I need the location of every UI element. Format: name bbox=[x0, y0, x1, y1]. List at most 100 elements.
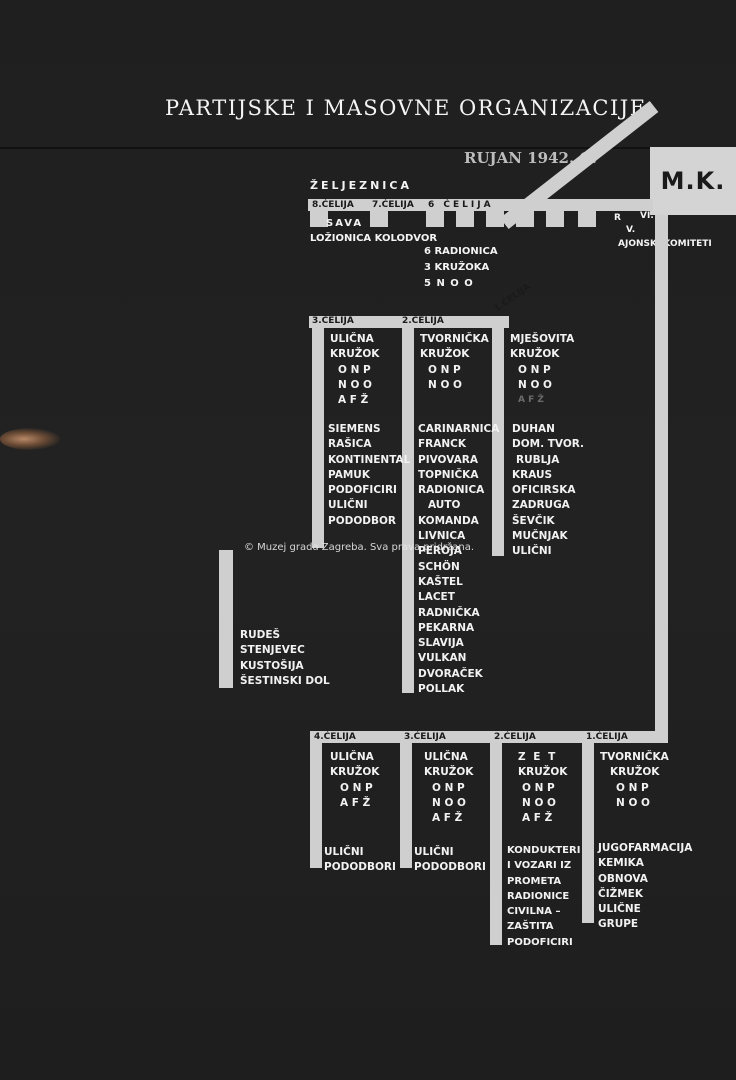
col-text: RUDEŠ bbox=[240, 629, 281, 641]
col-text: SIEMENS bbox=[328, 423, 381, 435]
col-text: PROMETA bbox=[507, 875, 562, 887]
zeljeznica-sub: 3 KRUŽOKA bbox=[424, 262, 490, 273]
photo-smear bbox=[0, 428, 60, 450]
col-text: KRUŽOK bbox=[330, 348, 380, 361]
upper-c2-head: TVORNIČKA KRUŽOK O N P N O O bbox=[420, 332, 489, 393]
upper-c1-head: MJEŠOVITA KRUŽOK O N P N O O A F Ž bbox=[510, 332, 574, 408]
col-text: PIVOVARA bbox=[418, 453, 478, 466]
zeljeznica-item: SAVA bbox=[326, 218, 364, 229]
upper-c1-label: 1.ĆELIJA bbox=[492, 282, 533, 315]
col-text: KRUŽOK bbox=[518, 766, 568, 779]
col-text: ULIČNI bbox=[512, 545, 552, 558]
col-text: KRUŽOK bbox=[420, 348, 470, 361]
col-text: AUTO bbox=[428, 499, 461, 512]
col-text: DVORAČEK bbox=[418, 667, 483, 680]
col-text: N O O bbox=[616, 796, 650, 809]
lower-c1-head: TVORNIČKA KRUŽOK O N P N O O bbox=[600, 750, 669, 811]
cell-7-label: 7.ĆELIJA bbox=[372, 200, 414, 210]
col-text: KRUŽOK bbox=[610, 766, 660, 779]
col-text: PAMUK bbox=[328, 468, 370, 481]
upper-c3-label: 3.ĆELIJA bbox=[312, 316, 354, 326]
col-text: STENJEVEC bbox=[240, 644, 305, 657]
lower-c3-items: ULIČNI PODODBORI bbox=[414, 845, 486, 876]
col-text: SCHÖN bbox=[418, 560, 460, 573]
rajonski-v: V. bbox=[626, 225, 636, 235]
rail-tab bbox=[370, 209, 388, 227]
col-text: KEMIKA bbox=[598, 857, 644, 870]
col-text: N O O bbox=[522, 796, 556, 809]
col-text: SLAVIJA bbox=[418, 637, 464, 650]
mk-box: M.K. bbox=[650, 147, 736, 215]
col-text: KONDUKTERI bbox=[507, 845, 581, 856]
col-text: ČIŽMEK bbox=[598, 887, 643, 900]
col-text: DUHAN bbox=[512, 423, 555, 435]
col-text: N O O bbox=[428, 378, 462, 391]
trunk-right bbox=[655, 215, 668, 742]
col-text: KRUŽOK bbox=[510, 348, 560, 361]
col-text: ULIČNA bbox=[424, 751, 468, 763]
outer-items: RUDEŠ STENJEVEC KUSTOŠIJA ŠESTINSKI DOL bbox=[240, 628, 330, 689]
col-text: RADNIČKA bbox=[418, 606, 480, 619]
lower-bar bbox=[310, 731, 668, 743]
col-text: O N P bbox=[428, 363, 461, 376]
col-text: MUČNJAK bbox=[512, 530, 568, 543]
date-label: RUJAN 1942. G. bbox=[464, 149, 597, 167]
upper-bar bbox=[309, 316, 509, 328]
col-text: KAŠTEL bbox=[418, 575, 463, 588]
upper-c2-stem bbox=[402, 328, 414, 693]
lower-c2-stem bbox=[490, 743, 502, 945]
col-text: N O O bbox=[432, 796, 466, 809]
col-text: I VOZARI IZ bbox=[507, 860, 572, 872]
col-text: O N P bbox=[338, 363, 371, 376]
col-text: ŠESTINSKI DOL bbox=[240, 674, 330, 687]
col-text: A F Ž bbox=[432, 812, 463, 825]
col-text: O N P bbox=[518, 363, 551, 376]
rail-tab bbox=[426, 209, 444, 227]
col-text: LACET bbox=[418, 591, 455, 604]
rail-tab bbox=[310, 209, 328, 227]
zeljeznica-title: ŽELJEZNICA bbox=[310, 179, 412, 192]
col-text: ULIČNA bbox=[330, 333, 374, 345]
lower-c3-head: ULIČNA KRUŽOK O N P N O O A F Ž bbox=[424, 750, 473, 826]
upper-c2-items: CARINARNICA FRANCK PIVOVARA TOPNIČKA RAD… bbox=[418, 422, 499, 697]
col-text: MJEŠOVITA bbox=[510, 333, 575, 345]
col-text: RAŠICA bbox=[328, 438, 372, 451]
col-text: PEROJA bbox=[418, 545, 462, 558]
col-text: DOM. TVOR. bbox=[512, 438, 585, 451]
col-text: PODOFICIRI bbox=[507, 936, 573, 948]
lower-c2-label: 2.ĆELIJA bbox=[494, 732, 536, 742]
lower-c3-label: 3.ĆELIJA bbox=[404, 732, 446, 742]
col-text: KONTINENTAL bbox=[328, 453, 411, 466]
zeljeznica-item: LOŽIONICA KOLODVOR bbox=[310, 233, 438, 244]
lower-c1-label: 1.ĆELIJA bbox=[586, 732, 628, 742]
zeljeznica-sub: 6 RADIONICA bbox=[424, 246, 498, 257]
col-text: A F Ž bbox=[522, 812, 553, 825]
col-text: KOMANDA bbox=[418, 514, 479, 527]
upper-c3-items: SIEMENS RAŠICA KONTINENTAL PAMUK PODOFIC… bbox=[328, 422, 410, 529]
col-text: KRUŽOK bbox=[424, 766, 474, 779]
col-text: O N P bbox=[616, 781, 649, 794]
upper-c2-label: 2.ĆELIJA bbox=[402, 316, 444, 326]
col-text: LIVNICA bbox=[418, 530, 466, 543]
col-text: TOPNIČKA bbox=[418, 468, 479, 481]
col-text: RADIONICA bbox=[418, 484, 485, 497]
col-text: FRANCK bbox=[418, 438, 467, 451]
col-text: OBNOVA bbox=[598, 872, 648, 885]
col-text-faint: A F Ž bbox=[518, 395, 544, 406]
col-text: PODOFICIRI bbox=[328, 484, 397, 497]
cell-8-label: 8.ĆELIJA bbox=[312, 200, 354, 210]
lower-c4-stem bbox=[310, 743, 322, 868]
col-text: O N P bbox=[522, 781, 555, 794]
col-text: ULIČNA bbox=[330, 751, 374, 763]
lower-c1-items: JUGOFARMACIJA KEMIKA OBNOVA ČIŽMEK ULIČN… bbox=[598, 841, 692, 933]
lower-c4-items: ULIČNI PODODBORI bbox=[324, 845, 396, 876]
col-text: OFICIRSKA bbox=[512, 484, 576, 497]
col-text: PEKARNA bbox=[418, 621, 475, 634]
col-text: A F Ž bbox=[340, 796, 371, 809]
lower-c2-items: KONDUKTERI I VOZARI IZ PROMETA RADIONICE… bbox=[507, 843, 580, 950]
upper-c3-head: ULIČNA KRUŽOK O N P N O O A F Ž bbox=[330, 332, 379, 408]
outer-stem bbox=[219, 550, 233, 688]
copyright-watermark: © Muzej grada Zagreba. Sva prava pridrža… bbox=[244, 542, 475, 553]
cell-6-label: 6 ĆELIJA bbox=[428, 200, 494, 210]
